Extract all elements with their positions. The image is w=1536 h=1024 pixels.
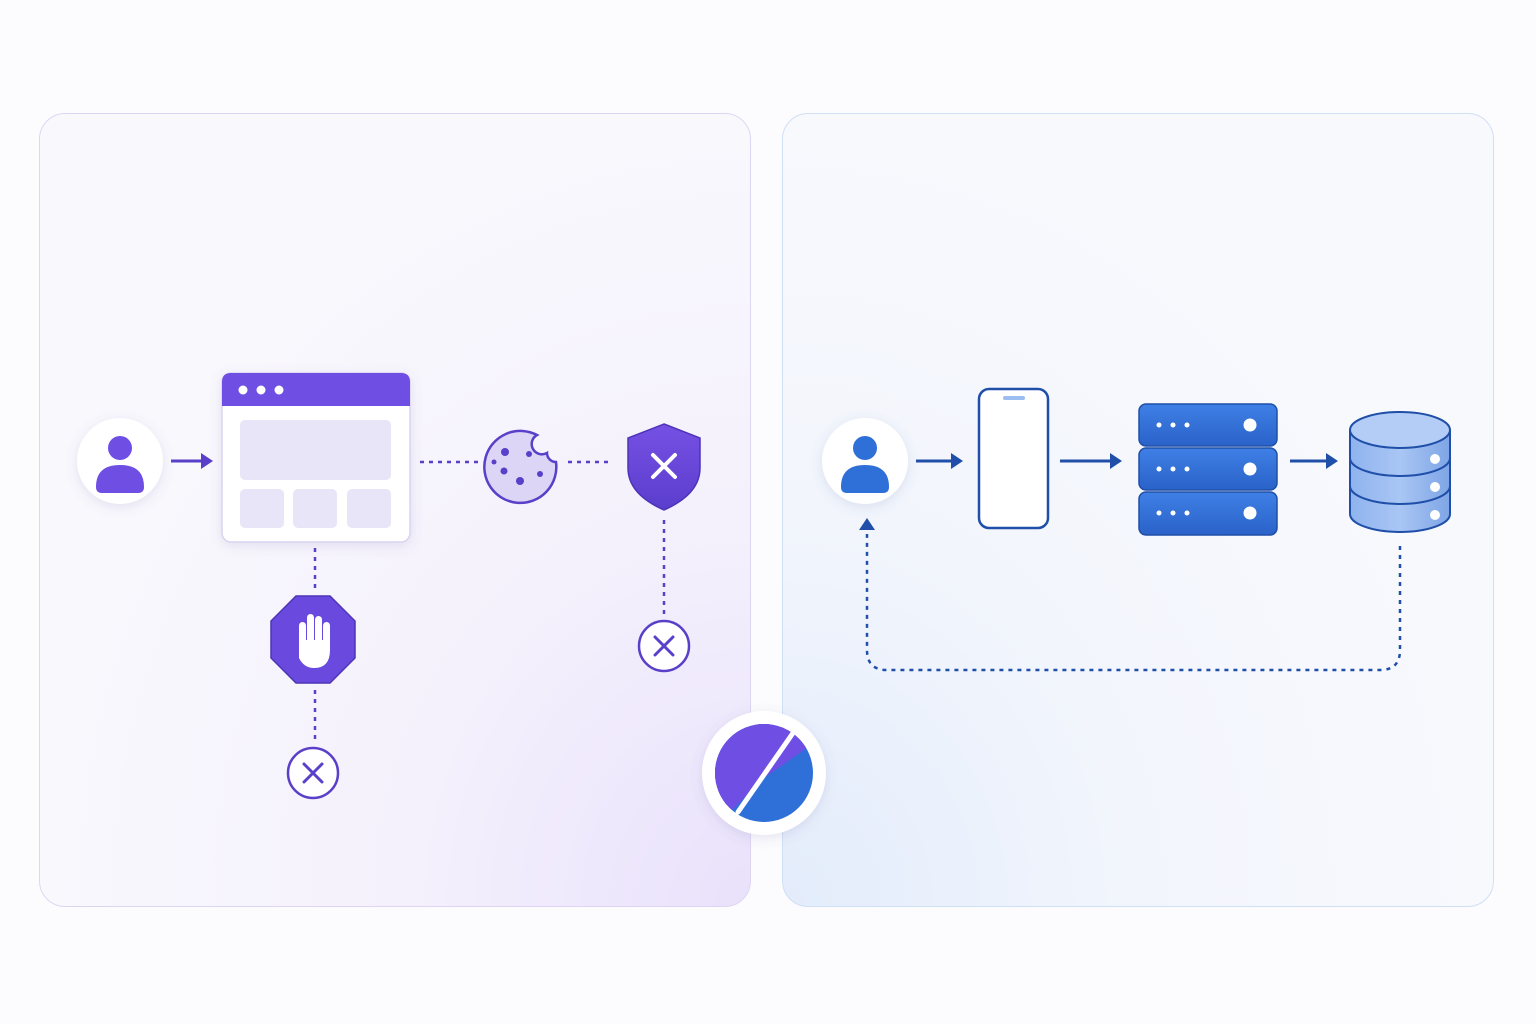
user-icon	[841, 436, 889, 493]
left-user-node	[77, 418, 163, 504]
smartphone-icon	[977, 387, 1050, 530]
browser-window-icon	[221, 372, 411, 543]
arrow-server-to-database	[1290, 453, 1338, 469]
arrow-user-to-browser	[171, 453, 213, 469]
right-user-node	[822, 418, 908, 504]
dashed-return-path	[859, 518, 1402, 672]
blocked-x-icon	[286, 746, 340, 800]
split-circle-icon	[702, 711, 826, 835]
shield-x-icon	[627, 423, 701, 511]
user-icon	[96, 436, 144, 493]
blocked-x-icon	[637, 619, 691, 673]
database-icon	[1349, 411, 1451, 533]
arrow-user-to-phone	[916, 453, 963, 469]
cookie-icon	[483, 429, 558, 505]
arrow-phone-to-server	[1060, 453, 1122, 469]
server-stack-icon	[1138, 403, 1278, 536]
stop-hand-icon	[270, 595, 356, 684]
